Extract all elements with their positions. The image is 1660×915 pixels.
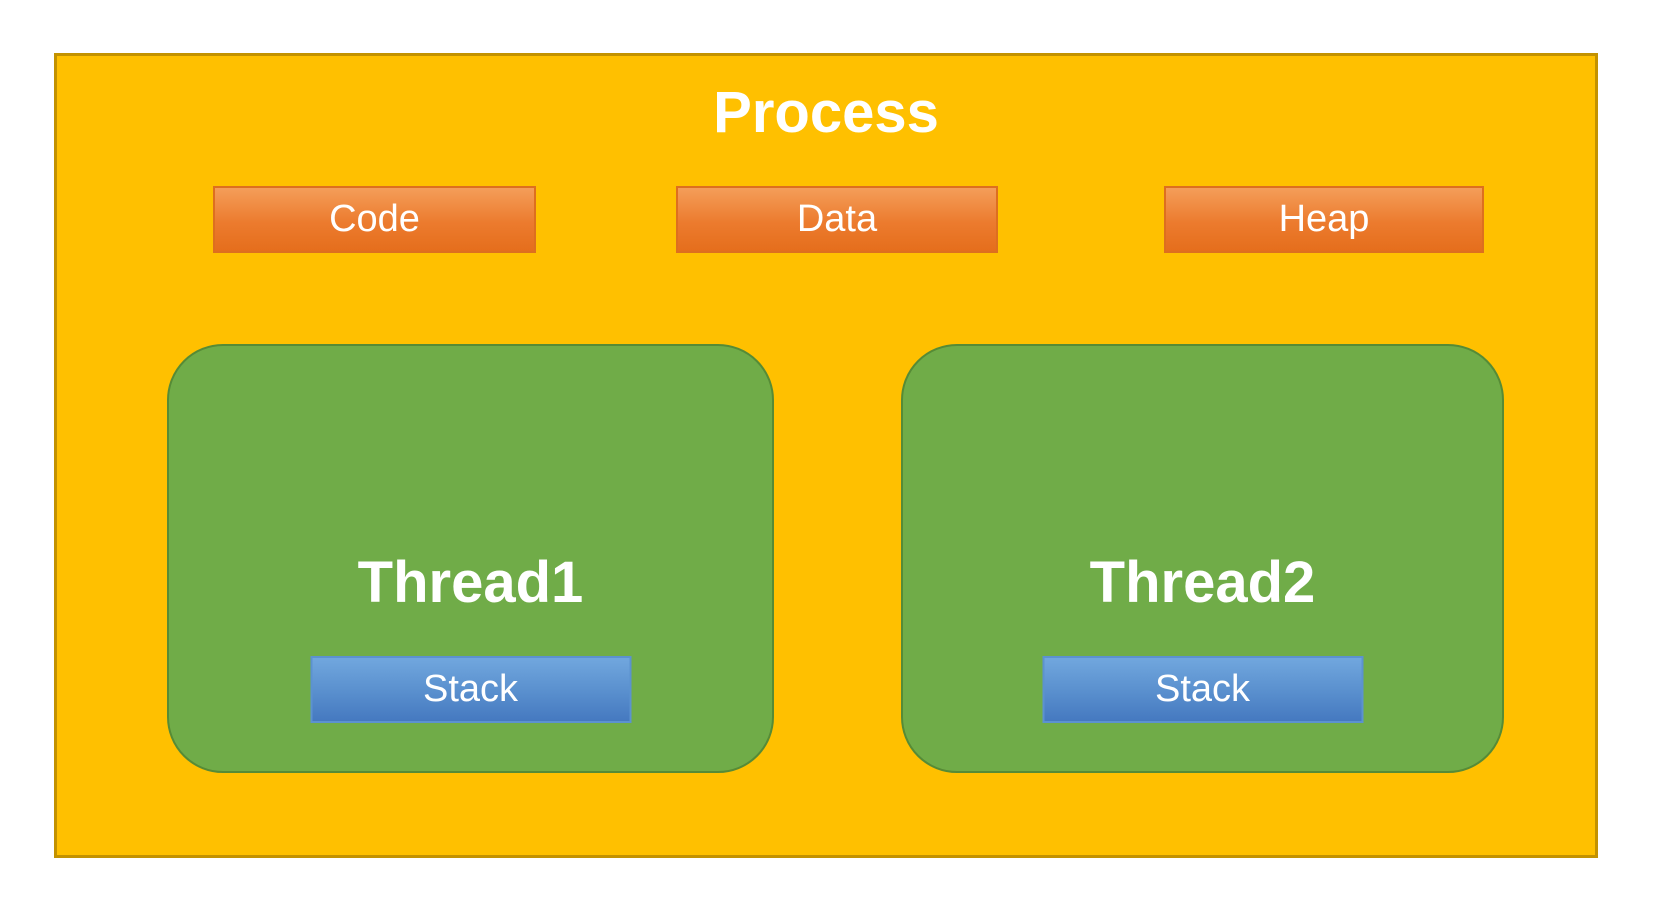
segment-data-label: Data: [796, 198, 878, 240]
thread1-stack-box: Stack: [310, 656, 631, 723]
thread2-stack-box: Stack: [1042, 656, 1363, 723]
thread1-title: Thread1: [357, 550, 584, 615]
process-box: Process Code Data Heap Thread1 Stack Thr…: [54, 53, 1598, 858]
process-title: Process: [713, 80, 939, 145]
segment-heap-label: Heap: [1278, 198, 1370, 240]
segment-code-label: Code: [329, 198, 420, 240]
thread1-box: Thread1 Stack: [167, 344, 774, 773]
thread2-title: Thread2: [1089, 550, 1316, 615]
segment-data-box: Data: [676, 186, 998, 253]
thread1-stack-label: Stack: [422, 668, 519, 710]
segment-code-box: Code: [213, 186, 536, 253]
thread2-box: Thread2 Stack: [901, 344, 1504, 773]
thread2-stack-label: Stack: [1154, 668, 1251, 710]
segment-heap-box: Heap: [1164, 186, 1484, 253]
